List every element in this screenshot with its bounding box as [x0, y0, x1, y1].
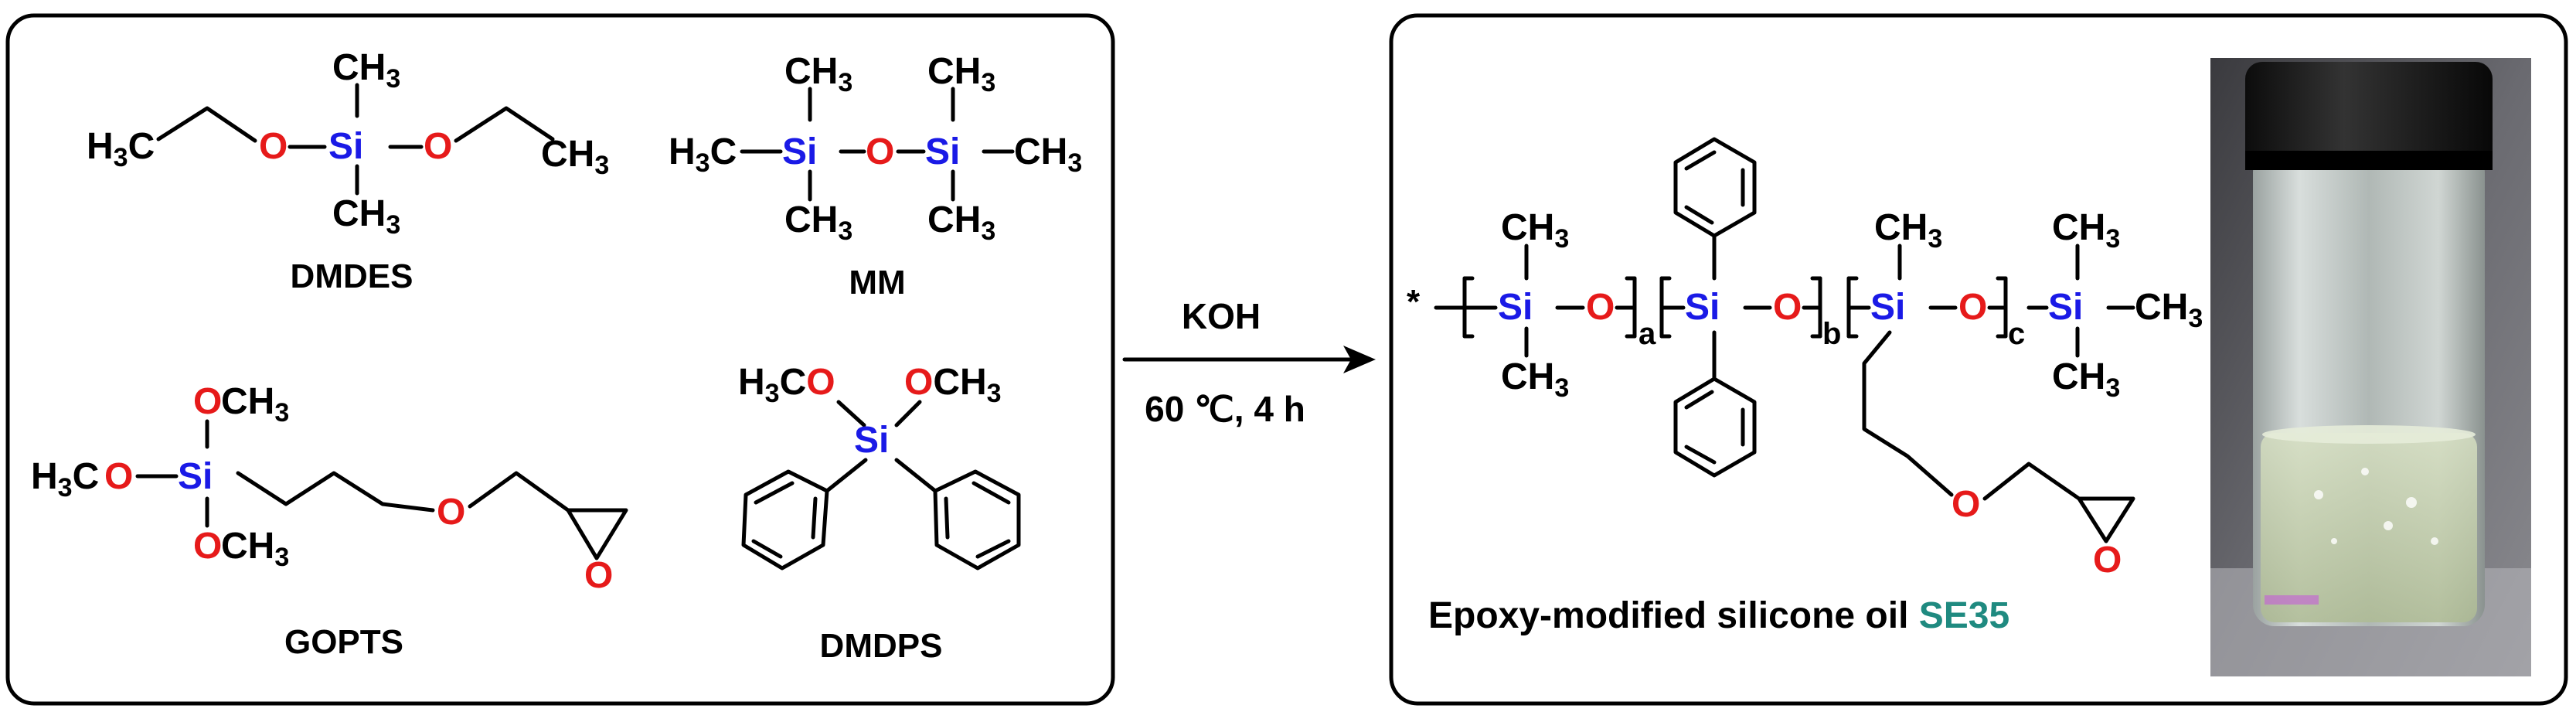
- dmdes-h3c: H3C: [87, 126, 155, 172]
- gopts-o-top: O: [193, 381, 222, 422]
- ch3-endcap-top: CH3: [2052, 207, 2120, 254]
- ch3-unit-c-top: CH3: [1874, 207, 1942, 254]
- dmdes-label: DMDES: [291, 257, 413, 295]
- ch3-endcap-right: CH3: [2135, 287, 2203, 333]
- si-endcap: Si: [2048, 287, 2083, 328]
- dmdes-si: Si: [328, 126, 363, 167]
- gopts-o-epoxide: O: [584, 555, 613, 596]
- caption-prefix: Epoxy-modified silicone oil: [1428, 595, 1919, 636]
- dmdes-structure: H3C O Si O CH3 CH3 CH3 DMDES: [87, 47, 609, 295]
- dmdps-h3co: H3CO: [738, 362, 835, 408]
- product-structure: * Si CH3 CH3 O a Si: [1407, 137, 2203, 581]
- si-unit-a: Si: [1498, 287, 1533, 328]
- mm-si1: Si: [782, 131, 817, 172]
- o-unit-b: O: [1773, 287, 1802, 328]
- product-caption: Epoxy-modified silicone oil SE35: [1428, 595, 2009, 636]
- dmdps-och3: OCH3: [904, 362, 1002, 408]
- subscript-b: b: [1822, 317, 1841, 351]
- arrow-head-icon: [1343, 346, 1376, 373]
- gopts-label: GOPTS: [284, 623, 403, 661]
- chain-end-star: *: [1407, 283, 1421, 321]
- reactants-panel: [5, 13, 1115, 706]
- gopts-si: Si: [178, 456, 213, 497]
- gopts-o-ether: O: [437, 492, 465, 533]
- gopts-ch3-top: CH3: [221, 381, 289, 428]
- gopts-structure: O CH3 H3C O Si O CH3 O O GOPTS: [31, 381, 628, 661]
- dmdps-structure: H3CO OCH3 Si DMDPS: [738, 362, 1021, 665]
- conditions-label: 60 ℃, 4 h: [1145, 389, 1305, 429]
- o-unit-c: O: [1958, 287, 1987, 328]
- caption-code: SE35: [1919, 595, 2009, 636]
- gopts-o-bottom: O: [193, 526, 222, 567]
- gopts-o-left: O: [104, 456, 133, 497]
- mm-si2: Si: [925, 131, 960, 172]
- ch3-unit-a-top: CH3: [1501, 207, 1569, 254]
- mm-structure: H3C Si CH3 CH3 O Si CH3 CH3 CH3 MM: [669, 51, 1082, 301]
- mm-ch3-bot2: CH3: [927, 199, 995, 246]
- dmdps-label: DMDPS: [820, 627, 943, 665]
- mm-h3c: H3C: [669, 131, 737, 178]
- reaction-arrow: KOH 60 ℃, 4 h: [1122, 296, 1376, 429]
- dmdps-si: Si: [854, 420, 889, 461]
- dmdes-ch3-bottom: CH3: [332, 193, 400, 240]
- mm-ch3-right: CH3: [1014, 131, 1082, 178]
- si-unit-c: Si: [1870, 287, 1905, 328]
- mm-ch3-bot1: CH3: [784, 199, 852, 246]
- dmdes-o2: O: [424, 126, 452, 167]
- dmdes-ch3-right: CH3: [541, 134, 609, 180]
- dmdes-ch3-top: CH3: [332, 47, 400, 94]
- catalyst-label: KOH: [1182, 296, 1261, 336]
- subscript-c: c: [2008, 317, 2025, 351]
- gopts-h3c: H3C: [31, 456, 99, 502]
- mm-o: O: [866, 131, 894, 172]
- mm-label: MM: [849, 264, 905, 301]
- o-unit-a: O: [1586, 287, 1615, 328]
- o-epoxide-product: O: [2093, 540, 2122, 581]
- ch3-endcap-bottom: CH3: [2052, 356, 2120, 403]
- o-ether-product: O: [1952, 484, 1980, 525]
- si-unit-b: Si: [1685, 287, 1720, 328]
- subscript-a: a: [1638, 317, 1656, 351]
- ch3-unit-a-bottom: CH3: [1501, 356, 1569, 403]
- vial-photo: [2210, 58, 2531, 676]
- dmdes-o1: O: [259, 126, 288, 167]
- mm-ch3-top2: CH3: [927, 51, 995, 97]
- mm-ch3-top1: CH3: [784, 51, 852, 97]
- gopts-ch3-bottom: CH3: [221, 526, 289, 572]
